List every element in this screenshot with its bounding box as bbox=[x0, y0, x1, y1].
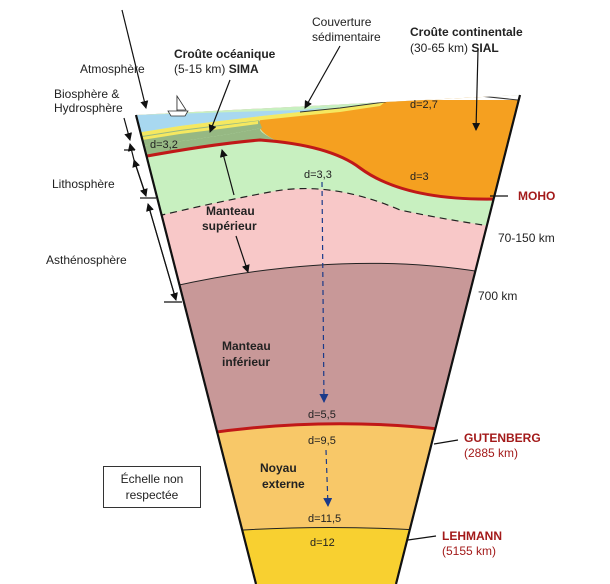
upper-mantle-pointer-up bbox=[219, 149, 235, 196]
left-brackets bbox=[121, 9, 182, 303]
cont-crust-pointer bbox=[472, 49, 481, 131]
atmosphere-arrow bbox=[121, 9, 149, 109]
label-moho: MOHO bbox=[518, 189, 555, 203]
ocean-water-layer bbox=[136, 107, 330, 133]
sediment-layer bbox=[136, 102, 385, 137]
label-biosphere-1: Biosphère & bbox=[54, 87, 119, 101]
label-noyau-1: Noyau bbox=[260, 461, 297, 475]
sediment-pointer bbox=[304, 45, 341, 109]
label-couverture-2: sédimentaire bbox=[312, 30, 381, 44]
density-ocean-crust: d=3,2 bbox=[150, 139, 178, 151]
wedge-right-edge bbox=[394, 94, 522, 584]
boat-icon bbox=[167, 94, 189, 117]
label-gutenberg: GUTENBERG bbox=[464, 431, 541, 445]
label-lithosphere: Lithosphère bbox=[52, 177, 115, 191]
label-gutenberg-depth: (2885 km) bbox=[464, 446, 518, 460]
upper-mantle-pointer-down bbox=[235, 235, 250, 273]
density-arrow-1 bbox=[319, 181, 329, 403]
label-croute-oceanique-2: (5-15 km) SIMA bbox=[174, 62, 259, 76]
density-cont-crust: d=2,7 bbox=[410, 99, 438, 111]
label-manteau-inf-2: inférieur bbox=[222, 355, 270, 369]
label-depth-700: 700 km bbox=[478, 289, 517, 303]
density-upper-mantle: d=3,3 bbox=[304, 169, 332, 181]
lehmann-connector bbox=[407, 535, 437, 541]
density-arrow-2 bbox=[323, 449, 333, 507]
label-depth-150: 70-150 km bbox=[498, 231, 555, 245]
scale-note-line-2: respectée bbox=[125, 488, 179, 502]
label-lehmann: LEHMANN bbox=[442, 529, 502, 543]
label-croute-continentale-1: Croûte continentale bbox=[410, 25, 523, 39]
label-croute-continentale-2: (30-65 km) SIAL bbox=[410, 41, 499, 55]
label-croute-oceanique-1: Croûte océanique bbox=[174, 47, 276, 61]
density-lower-mantle: d=5,5 bbox=[308, 409, 336, 421]
pointer-arrows bbox=[208, 45, 481, 273]
label-noyau-2: externe bbox=[262, 477, 305, 491]
density-inner-core: d=12 bbox=[310, 537, 335, 549]
label-manteau-sup-1: Manteau bbox=[206, 204, 255, 218]
density-cont-root: d=3 bbox=[410, 171, 429, 183]
gutenberg-connector bbox=[433, 439, 459, 445]
label-couverture-1: Couverture bbox=[312, 15, 372, 29]
oceanic-crust-layer bbox=[136, 128, 330, 165]
label-asthenosphere: Asthénosphère bbox=[46, 253, 127, 267]
scale-note-line-1: Échelle non bbox=[120, 472, 184, 486]
biosphere-arrow-b bbox=[127, 143, 136, 161]
biosphere-arrow-a bbox=[123, 117, 133, 141]
density-outer-core-top: d=9,5 bbox=[308, 435, 336, 447]
label-manteau-sup-2: supérieur bbox=[202, 219, 257, 233]
lithosphere-base-dashed-line bbox=[136, 188, 520, 236]
label-manteau-inf-1: Manteau bbox=[222, 339, 271, 353]
moho-line bbox=[136, 138, 520, 201]
ocean-crust-pointer bbox=[208, 79, 231, 133]
continental-crust-layer bbox=[259, 95, 520, 200]
wedge-left-edge bbox=[134, 114, 258, 584]
label-lehmann-depth: (5155 km) bbox=[442, 544, 496, 558]
label-atmosphere: Atmosphère bbox=[80, 62, 145, 76]
label-biosphere-2: Hydrosphère bbox=[54, 101, 123, 115]
scale-note-box: Échelle non respectée bbox=[103, 466, 201, 508]
density-outer-core-bottom: d=11,5 bbox=[308, 513, 341, 525]
